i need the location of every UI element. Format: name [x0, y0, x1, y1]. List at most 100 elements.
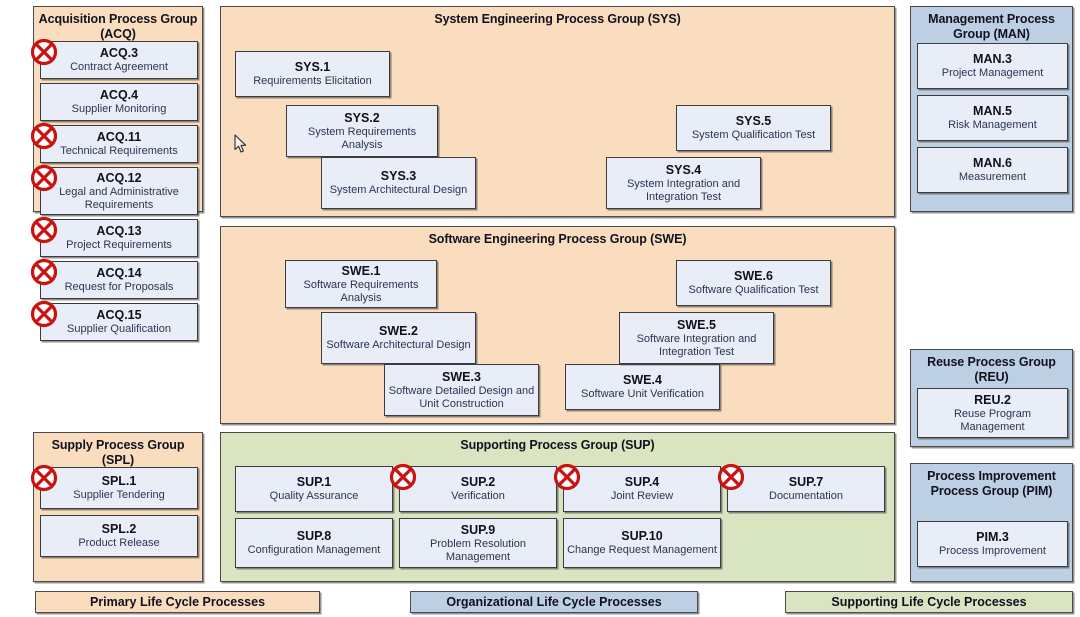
process-id: MAN.3 [973, 52, 1012, 67]
legend-organizational[interactable]: Organizational Life Cycle Processes [410, 591, 698, 613]
process-name: Software Unit Verification [581, 388, 704, 401]
process-id: SWE.2 [379, 324, 418, 339]
process-id: ACQ.14 [96, 266, 142, 281]
process-name: Risk Management [948, 119, 1037, 132]
process-id: SWE.1 [341, 264, 381, 278]
process-id: ACQ.3 [99, 46, 139, 61]
process-name: Supplier Qualification [67, 323, 171, 336]
process-name: Change Request Management [567, 544, 717, 557]
legend-primary[interactable]: Primary Life Cycle Processes [35, 591, 320, 613]
legend-label: Supporting Life Cycle Processes [831, 595, 1027, 609]
process-name: System Integration and Integration Test [626, 178, 741, 203]
process-id: SWE.5 [677, 318, 716, 332]
process-id: SWE.4 [623, 373, 662, 388]
process-group-title-swe: Software Engineering Process Group (SWE) [428, 232, 687, 246]
process-name: Software Requirements Analysis [303, 279, 419, 304]
process-name: System Architectural Design [329, 184, 468, 197]
process-id: SUP.1 [296, 475, 332, 490]
process-id: ACQ.12 [96, 171, 142, 185]
process-id: SPL.1 [101, 474, 137, 489]
process-name: Software Architectural Design [326, 339, 471, 352]
process-group-sys[interactable]: System Engineering Process Group (SYS) SY… [220, 6, 895, 217]
process-id: SUP.10 [621, 529, 663, 544]
process-id: SYS.3 [380, 169, 417, 184]
process-group-title-sys: System Engineering Process Group (SYS) [434, 12, 681, 26]
process-name: Request for Proposals [64, 281, 174, 294]
process-group-title-reu: Reuse Process Group (REU) [927, 355, 1056, 384]
process-id: SPL.2 [101, 522, 137, 537]
process-group-swe[interactable]: Software Engineering Process Group (SWE)… [220, 226, 895, 424]
process-group-title-acq: Acquisition Process Group (ACQ) [38, 12, 198, 41]
process-id: SYS.5 [735, 114, 772, 129]
process-name: Quality Assurance [269, 490, 359, 503]
process-name: Software Qualification Test [688, 284, 819, 297]
process-name: Technical Requirements [60, 145, 178, 158]
legend-label: Organizational Life Cycle Processes [446, 595, 662, 609]
process-name: Verification [451, 490, 505, 503]
process-id: SUP.9 [460, 523, 496, 537]
process-id: SUP.4 [624, 475, 660, 490]
process-id: SWE.3 [442, 370, 481, 384]
process-name: System Qualification Test [691, 129, 816, 142]
process-group-title-pim: Process Improvement Process Group (PIM) [927, 469, 1056, 498]
process-id: ACQ.11 [96, 130, 142, 145]
process-id: SWE.6 [734, 269, 773, 284]
process-name: Contract Agreement [70, 61, 168, 74]
process-name: Reuse Program Management [953, 408, 1032, 433]
process-name: Supplier Tendering [73, 489, 165, 502]
process-id: PIM.3 [976, 530, 1009, 545]
process-id: SUP.2 [460, 475, 496, 490]
process-id: MAN.6 [973, 156, 1012, 171]
process-id: MAN.5 [973, 104, 1012, 119]
process-name: Configuration Management [247, 544, 381, 557]
process-group-title-sup: Supporting Process Group (SUP) [460, 438, 655, 452]
process-name: Requirements Elicitation [253, 75, 372, 88]
process-name: Software Detailed Design and Unit Constr… [388, 385, 535, 410]
process-group-pim[interactable]: Process Improvement Process Group (PIM) P… [910, 463, 1073, 582]
process-name: System Requirements Analysis [307, 126, 417, 151]
legend-supporting[interactable]: Supporting Life Cycle Processes [785, 591, 1073, 613]
process-group-title-spl: Supply Process Group (SPL) [51, 438, 185, 467]
process-id: SYS.2 [344, 111, 380, 125]
process-id: REU.2 [974, 393, 1011, 407]
process-name: Process Improvement [939, 545, 1046, 558]
